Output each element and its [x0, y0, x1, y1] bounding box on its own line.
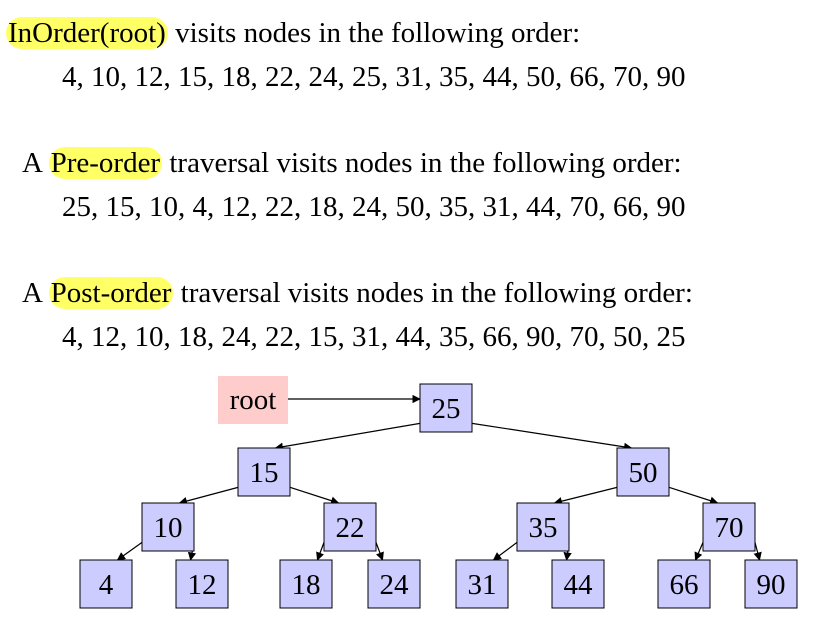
root-pointer: root — [218, 376, 421, 424]
tree-node-label: 25 — [432, 393, 461, 425]
tree-node-box — [141, 502, 195, 552]
tree-node-18: 18 — [279, 559, 333, 609]
preorder-highlight: Pre-order — [48, 147, 163, 179]
tree-node-90: 90 — [744, 559, 798, 609]
root-label: root — [230, 384, 277, 416]
postorder-highlight: Post-order — [48, 277, 174, 309]
tree-node-label: 35 — [529, 512, 558, 544]
tree-node-box — [175, 559, 229, 609]
edge-50-70 — [668, 486, 719, 505]
tree-node-22: 22 — [323, 502, 377, 552]
tree-node-box — [616, 447, 670, 497]
tree-node-box — [702, 502, 756, 552]
tree-node-label: 24 — [380, 569, 410, 601]
tree-node-44: 44 — [551, 559, 605, 609]
tree-node-15: 15 — [237, 447, 291, 497]
tree-node-12: 12 — [175, 559, 229, 609]
tree-node-box — [237, 447, 291, 497]
tree-node-35: 35 — [516, 502, 570, 552]
tree-node-24: 24 — [367, 559, 421, 609]
tree-node-66: 66 — [657, 559, 711, 609]
tree-node-label: 15 — [250, 457, 279, 489]
tree-node-box — [551, 559, 605, 609]
tree-nodes: 25 15 50 10 22 35 70 4 12 18 24 31 44 66 90 — [79, 383, 798, 609]
postorder-suffix: traversal visits nodes in the following … — [173, 277, 693, 309]
tree-node-box — [455, 559, 509, 609]
root-label-box — [218, 376, 288, 424]
tree-node-box — [367, 559, 421, 609]
tree-node-box — [657, 559, 711, 609]
tree-node-box — [323, 502, 377, 552]
tree-node-label: 90 — [757, 569, 786, 601]
postorder-prefix: A — [22, 277, 49, 309]
tree-node-label: 10 — [154, 512, 183, 544]
edge-22-18 — [316, 542, 325, 561]
inorder-highlight: InOrder(root) — [6, 17, 168, 49]
tree-node-label: 66 — [670, 569, 699, 601]
tree-node-label: 18 — [292, 569, 321, 601]
inorder-sequence: 4, 10, 12, 15, 18, 22, 24, 25, 31, 35, 4… — [62, 61, 686, 93]
edge-25-15 — [274, 422, 421, 451]
inorder-suffix: visits nodes in the following order: — [167, 17, 581, 49]
tree-node-50: 50 — [616, 447, 670, 497]
tree-node-box — [516, 502, 570, 552]
postorder-sequence: 4, 12, 10, 18, 24, 22, 15, 31, 44, 35, 6… — [62, 321, 686, 353]
tree-node-10: 10 — [141, 502, 195, 552]
preorder-prefix: A — [22, 147, 49, 179]
tree-node-31: 31 — [455, 559, 509, 609]
tree-node-label: 31 — [468, 569, 497, 601]
edge-10-4 — [116, 541, 143, 561]
tree-node-label: 70 — [715, 512, 744, 544]
edge-70-66 — [694, 542, 704, 561]
tree-node-70: 70 — [702, 502, 756, 552]
inorder-heading: InOrder(root) visits nodes in the follow… — [6, 16, 580, 50]
tree-node-box — [419, 383, 473, 433]
tree-node-4: 4 — [79, 559, 133, 609]
tree-node-box — [744, 559, 798, 609]
tree-node-label: 4 — [99, 569, 114, 601]
preorder-sequence: 25, 15, 10, 4, 12, 22, 18, 24, 50, 35, 3… — [62, 191, 686, 223]
edge-50-35 — [553, 486, 618, 506]
edge-15-10 — [178, 486, 239, 506]
tree-node-label: 50 — [629, 457, 658, 489]
tree-node-box — [279, 559, 333, 609]
postorder-heading: A Post-order traversal visits nodes in t… — [22, 276, 693, 310]
edge-70-90 — [753, 542, 762, 561]
tree-node-label: 22 — [336, 512, 365, 544]
edge-15-22 — [289, 486, 340, 505]
preorder-heading: A Pre-order traversal visits nodes in th… — [22, 146, 682, 180]
tree-node-box — [79, 559, 133, 609]
edge-35-31 — [492, 541, 518, 561]
edge-22-24 — [375, 542, 384, 561]
preorder-suffix: traversal visits nodes in the following … — [162, 147, 682, 179]
tree-node-25: 25 — [419, 383, 473, 433]
edge-25-50 — [471, 422, 633, 451]
tree-node-label: 44 — [564, 569, 594, 601]
tree-node-label: 12 — [188, 569, 217, 601]
